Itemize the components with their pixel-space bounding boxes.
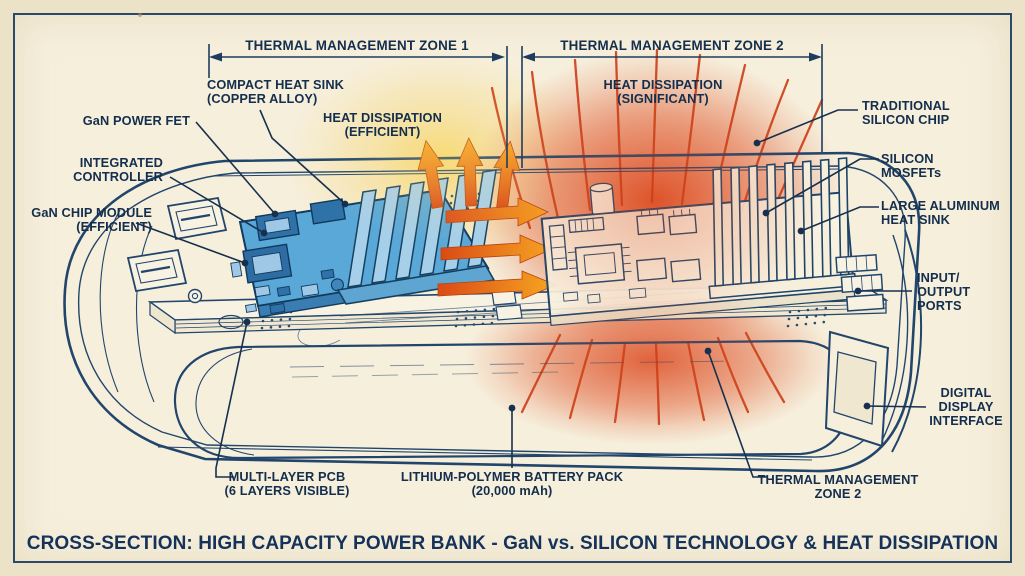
label-digital-display-interface: DIGITAL DISPLAY INTERFACE	[920, 386, 1012, 427]
label-line: GaN POWER FET	[82, 113, 190, 128]
leader-gan-power-fet	[195, 121, 276, 215]
label-line: (EFFICIENT)	[76, 218, 152, 234]
label-integrated-controller: INTEGRATED CONTROLLER	[18, 156, 163, 184]
label-line: ZONE 2	[814, 485, 862, 501]
label-input-output-ports: INPUT/ OUTPUT PORTS	[917, 271, 970, 312]
label-line: DISPLAY	[938, 398, 994, 414]
paper-speck	[138, 13, 142, 17]
label-line: (20,000 mAh)	[471, 482, 553, 498]
label-line: DIGITAL	[940, 385, 992, 400]
label-line: (6 LAYERS VISIBLE)	[224, 482, 350, 498]
zone1-header: THERMAL MANAGEMENT ZONE 1	[207, 38, 507, 53]
label-line: GaN CHIP MODULE	[31, 205, 152, 220]
zone1-dimension	[208, 44, 505, 78]
leader-large-aluminum-heat-sink	[800, 206, 879, 232]
label-traditional-silicon-chip: TRADITIONAL SILICON CHIP	[862, 99, 950, 127]
heat-arrows-right	[437, 197, 558, 300]
label-line: COMPACT HEAT SINK	[207, 77, 345, 92]
digital-display-module	[824, 229, 923, 453]
leader-dots	[241, 139, 871, 412]
label-line: SILICON CHIP	[862, 111, 950, 127]
label-line: TRADITIONAL	[862, 98, 950, 113]
leader-compact-heat-sink	[259, 109, 346, 205]
zone-dimension-lines	[208, 44, 823, 168]
io-ports-block	[835, 254, 885, 312]
leader-lines	[135, 109, 927, 478]
label-large-aluminum-heat-sink: LARGE ALUMINUM HEAT SINK	[881, 199, 1000, 227]
label-heat-dissipation-significant: HEAT DISSIPATION (SIGNIFICANT)	[575, 78, 751, 106]
label-line: INTEGRATED	[79, 155, 163, 170]
label-line: INPUT/	[917, 270, 960, 285]
label-line: (SIGNIFICANT)	[617, 90, 709, 106]
label-line: (EFFICIENT)	[344, 123, 421, 139]
label-line: MOSFETs	[881, 164, 942, 180]
traditional-silicon-chip-qfp	[574, 243, 626, 285]
label-line: INTERFACE	[929, 412, 1003, 428]
label-line: PORTS	[917, 297, 962, 313]
label-gan-power-fet: GaN POWER FET	[18, 114, 190, 128]
zone2-header-text: THERMAL MANAGEMENT ZONE 2	[560, 38, 784, 53]
leader-thermal-zone2-bottom	[707, 350, 767, 478]
leader-multi-layer-pcb	[215, 321, 248, 478]
label-line: LARGE ALUMINUM	[881, 198, 1000, 213]
zone2-header: THERMAL MANAGEMENT ZONE 2	[522, 38, 822, 53]
pcb-oval-cutout	[218, 314, 244, 330]
label-line: (COPPER ALLOY)	[207, 90, 318, 106]
leader-integrated-controller	[169, 176, 265, 234]
label-line: LITHIUM-POLYMER BATTERY PACK	[400, 469, 624, 484]
label-line: MULTI-LAYER PCB	[228, 469, 346, 484]
label-line: HEAT SINK	[881, 211, 950, 227]
diagram-title: CROSS-SECTION: HIGH CAPACITY POWER BANK …	[26, 533, 999, 554]
label-heat-dissipation-efficient: HEAT DISSIPATION (EFFICIENT)	[295, 111, 470, 139]
label-line: HEAT DISSIPATION	[603, 77, 723, 92]
leader-traditional-silicon-chip	[756, 109, 858, 144]
zone1-header-text: THERMAL MANAGEMENT ZONE 1	[245, 38, 469, 53]
leader-digital-display-interface	[866, 405, 927, 408]
label-line: CONTROLLER	[73, 168, 163, 184]
usb-ports	[126, 196, 228, 293]
label-line: OUTPUT	[917, 283, 971, 299]
label-line: THERMAL MANAGEMENT	[757, 472, 919, 487]
label-compact-heat-sink: COMPACT HEAT SINK (COPPER ALLOY)	[207, 78, 344, 106]
label-line: HEAT DISSIPATION	[323, 110, 442, 125]
label-gan-chip-module: GaN CHIP MODULE (EFFICIENT)	[18, 206, 152, 234]
leader-silicon-mosfets	[765, 158, 879, 214]
label-battery-pack: LITHIUM-POLYMER BATTERY PACK (20,000 mAh…	[382, 470, 642, 498]
zone2-dimension	[522, 44, 823, 152]
label-multi-layer-pcb: MULTI-LAYER PCB (6 LAYERS VISIBLE)	[187, 470, 387, 498]
label-line: SILICON	[881, 151, 934, 166]
leader-gan-chip-module	[135, 222, 246, 264]
label-thermal-zone2-bottom: THERMAL MANAGEMENT ZONE 2	[748, 473, 928, 501]
label-silicon-mosfets: SILICON MOSFETs	[881, 152, 941, 180]
